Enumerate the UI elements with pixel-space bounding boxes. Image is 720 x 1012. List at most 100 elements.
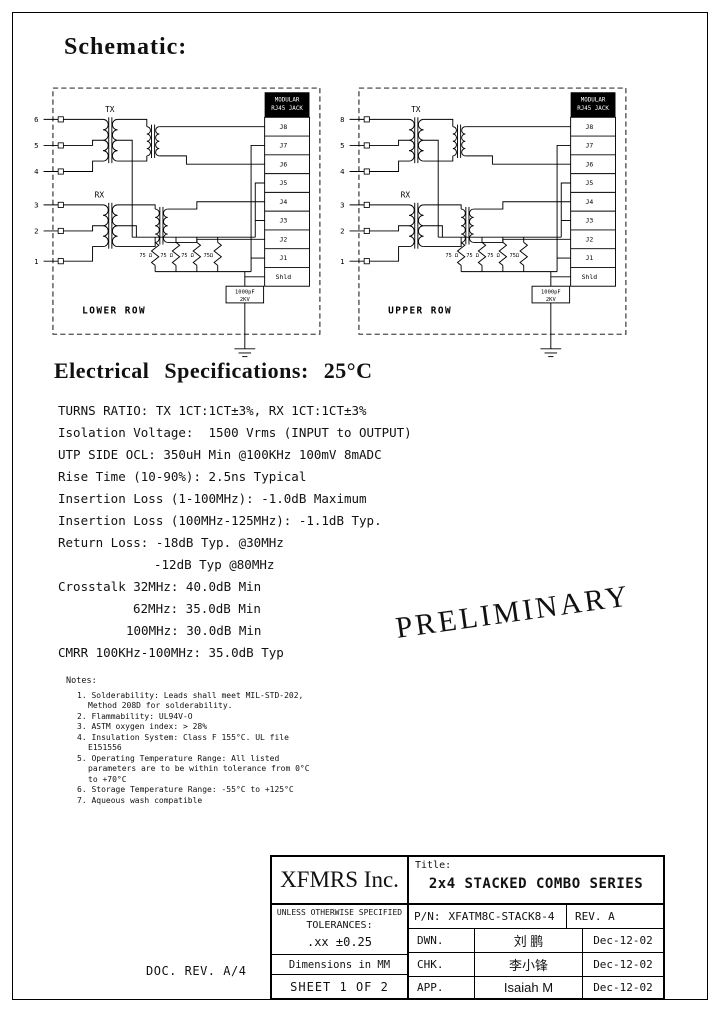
svg-text:1: 1 bbox=[340, 257, 344, 266]
note-item: 2. Flammability: UL94V-O bbox=[77, 711, 193, 721]
tx-label: TX bbox=[105, 105, 115, 114]
rx-label: RX bbox=[95, 191, 105, 200]
checked-label: CHK. bbox=[409, 953, 475, 976]
company-name: XFMRS Inc. bbox=[272, 857, 407, 905]
note-item: 5. Operating Temperature Range: All list… bbox=[77, 753, 310, 784]
dimensions-unit: Dimensions in MM bbox=[272, 954, 407, 974]
svg-text:J6: J6 bbox=[280, 160, 288, 168]
drawn-date: Dec-12-02 bbox=[593, 934, 653, 947]
schematic-boundary bbox=[358, 87, 627, 335]
svg-text:J4: J4 bbox=[280, 198, 288, 206]
approved-signature: Isaiah M bbox=[475, 977, 583, 998]
spec-line: CMRR 100KHz-100MHz: 35.0dB Typ bbox=[58, 645, 284, 660]
checked-row: CHK. 李小锋 Dec-12-02 bbox=[409, 953, 663, 977]
approved-date: Dec-12-02 bbox=[593, 981, 653, 994]
svg-text:75Ω: 75Ω bbox=[510, 253, 519, 259]
tolerance-label: TOLERANCES: bbox=[306, 920, 373, 931]
checked-signature: 李小锋 bbox=[475, 953, 583, 976]
svg-text:J1: J1 bbox=[280, 254, 288, 262]
schematic-boundary bbox=[52, 87, 321, 335]
jack-dividers bbox=[570, 135, 616, 268]
spec-line: Return Loss: -18dB Typ. @30MHz bbox=[58, 535, 284, 550]
spec-line: Insertion Loss (1-100MHz): -1.0dB Maximu… bbox=[58, 491, 367, 506]
part-number-value: XFATM8C-STACK8-4 bbox=[448, 910, 555, 923]
svg-text:1: 1 bbox=[34, 257, 38, 266]
svg-text:3: 3 bbox=[34, 200, 38, 209]
resistor-labels: 75 Ω 75 Ω 75 Ω 75Ω bbox=[139, 253, 213, 259]
approved-label: APP. bbox=[409, 977, 475, 998]
title-block: XFMRS Inc. UNLESS OTHERWISE SPECIFIED TO… bbox=[270, 855, 665, 1000]
svg-text:J4: J4 bbox=[586, 198, 594, 206]
svg-text:Shld: Shld bbox=[276, 273, 292, 281]
jack-pin-labels: J8 J7 J6 J5 J4 J3 J2 J1 Shld bbox=[582, 123, 598, 281]
svg-text:6: 6 bbox=[34, 115, 38, 124]
svg-text:J1: J1 bbox=[586, 254, 594, 262]
spec-line: TURNS RATIO: TX 1CT:1CT±3%, RX 1CT:1CT±3… bbox=[58, 403, 367, 418]
svg-text:J3: J3 bbox=[280, 217, 288, 225]
svg-text:75 Ω: 75 Ω bbox=[466, 253, 479, 259]
note-item: 7. Aqueous wash compatible bbox=[77, 795, 203, 805]
pin-numbers: 8 5 4 3 2 1 bbox=[340, 115, 345, 266]
rj45-jack-body bbox=[570, 116, 616, 287]
schematic-heading: Schematic: bbox=[64, 34, 188, 60]
circuit-wires bbox=[349, 117, 571, 358]
rx-label: RX bbox=[401, 191, 411, 200]
jack-header-line2: RJ45 JACK bbox=[271, 106, 303, 112]
part-number-cell: P/N: XFATM8C-STACK8-4 bbox=[409, 905, 567, 928]
drawn-signature: 刘 鹏 bbox=[475, 929, 583, 952]
svg-text:J7: J7 bbox=[280, 142, 288, 150]
series-title: 2x4 STACKED COMBO SERIES bbox=[428, 876, 644, 892]
notes-heading: Notes: bbox=[66, 676, 97, 686]
approved-row: APP. Isaiah M Dec-12-02 bbox=[409, 977, 663, 998]
svg-text:5: 5 bbox=[34, 141, 38, 150]
spec-line: 100MHz: 30.0dB Min bbox=[126, 623, 262, 638]
title-label: Title: bbox=[415, 860, 452, 871]
svg-text:3: 3 bbox=[340, 200, 344, 209]
electrical-specifications-list: TURNS RATIO: TX 1CT:1CT±3%, RX 1CT:1CT±3… bbox=[58, 400, 412, 664]
resistor-labels: 75 Ω 75 Ω 75 Ω 75Ω bbox=[445, 253, 519, 259]
svg-text:4: 4 bbox=[34, 167, 39, 176]
spec-line: Crosstalk 32MHz: 40.0dB Min bbox=[58, 579, 262, 594]
schematic-upper-row: 1000pF 2KV MODULAR RJ45 JACK J8 J7 J6 J5… bbox=[340, 87, 627, 358]
rj45-jack-header bbox=[570, 92, 616, 118]
svg-text:J8: J8 bbox=[586, 123, 594, 131]
svg-text:J6: J6 bbox=[586, 160, 594, 168]
part-number-label: P/N: bbox=[414, 910, 441, 923]
svg-text:2: 2 bbox=[34, 227, 38, 236]
tolerances-cell: UNLESS OTHERWISE SPECIFIED TOLERANCES: .… bbox=[272, 905, 407, 954]
pin-numbers: 6 5 4 3 2 1 bbox=[34, 115, 39, 266]
capacitor-value: 1000pF bbox=[541, 290, 561, 296]
svg-text:J3: J3 bbox=[586, 217, 594, 225]
jack-header-line2: RJ45 JACK bbox=[577, 106, 609, 112]
svg-text:75Ω: 75Ω bbox=[204, 253, 213, 259]
svg-text:J5: J5 bbox=[280, 179, 288, 187]
spec-line: Insertion Loss (100MHz-125MHz): -1.1dB T… bbox=[58, 513, 382, 528]
svg-text:J2: J2 bbox=[280, 235, 288, 243]
title-block-left-column: XFMRS Inc. UNLESS OTHERWISE SPECIFIED TO… bbox=[272, 857, 409, 998]
capacitor bbox=[531, 285, 571, 304]
svg-text:8: 8 bbox=[340, 115, 344, 124]
electrical-specifications-heading: Electrical Specifications: 25°C bbox=[54, 358, 373, 383]
part-number-row: P/N: XFATM8C-STACK8-4 REV. A bbox=[409, 905, 663, 929]
svg-text:J2: J2 bbox=[586, 235, 594, 243]
spec-line: Isolation Voltage: 1500 Vrms (INPUT to O… bbox=[58, 425, 412, 440]
svg-text:4: 4 bbox=[340, 167, 345, 176]
circuit-wires bbox=[43, 117, 265, 358]
jack-pin-labels: J8 J7 J6 J5 J4 J3 J2 J1 Shld bbox=[276, 123, 292, 281]
svg-text:5: 5 bbox=[340, 141, 344, 150]
jack-header-line1: MODULAR bbox=[581, 98, 606, 104]
capacitor-rating: 2KV bbox=[240, 297, 251, 303]
doc-revision: DOC. REV. A/4 bbox=[146, 964, 247, 978]
title-block-right-column: Title: 2x4 STACKED COMBO SERIES P/N: XFA… bbox=[409, 857, 663, 998]
row-label: LOWER ROW bbox=[82, 305, 146, 316]
svg-text:2: 2 bbox=[340, 227, 344, 236]
svg-text:75 Ω: 75 Ω bbox=[139, 253, 152, 259]
svg-text:Shld: Shld bbox=[582, 273, 598, 281]
note-item: 6. Storage Temperature Range: -55°C to +… bbox=[77, 785, 294, 794]
svg-text:75 Ω: 75 Ω bbox=[181, 253, 194, 259]
pin-pads bbox=[363, 116, 370, 265]
pin-pads bbox=[57, 116, 64, 265]
svg-text:75 Ω: 75 Ω bbox=[487, 253, 500, 259]
spec-line: -12dB Typ @80MHz bbox=[154, 557, 275, 572]
